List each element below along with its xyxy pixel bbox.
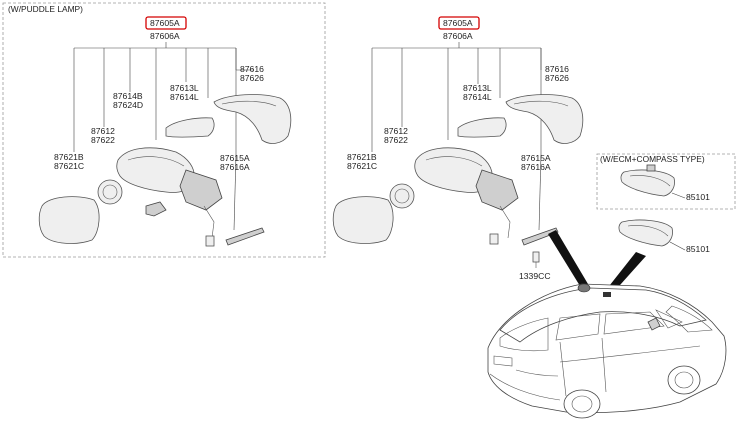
left-assembly-label-1: 87605A bbox=[150, 18, 180, 28]
ecm-inside-mirror-part bbox=[620, 164, 675, 197]
label-87614l: 87614L bbox=[170, 92, 199, 102]
label-87621b: 87621B bbox=[54, 152, 84, 162]
std-part-number: 85101 bbox=[686, 244, 710, 254]
label-87614b: 87614B bbox=[113, 91, 143, 101]
r-mirror-cover-part bbox=[505, 94, 584, 144]
label-87622: 87622 bbox=[91, 135, 115, 145]
ecm-part-number: 85101 bbox=[686, 192, 710, 202]
pointer-to-side-mirror bbox=[548, 230, 588, 286]
puddle-lamp-group-frame bbox=[2, 2, 326, 258]
mirror-glass-part bbox=[38, 196, 100, 244]
label-87621c: 87621C bbox=[54, 161, 84, 171]
r-actuator-part bbox=[389, 183, 415, 209]
pointer-to-inside-mirror bbox=[606, 252, 646, 294]
lamp-strip-part bbox=[225, 227, 265, 246]
side-repeater-part bbox=[165, 117, 215, 138]
right-assembly-label-1: 87605A bbox=[443, 18, 473, 28]
label-r-87622: 87622 bbox=[384, 135, 408, 145]
r-side-repeater-part bbox=[457, 117, 507, 138]
label-r-87626: 87626 bbox=[545, 73, 569, 83]
right-assembly-label-2: 87606A bbox=[443, 31, 473, 41]
label-1339cc: 1339CC bbox=[519, 271, 551, 281]
label-r-87616a: 87616A bbox=[521, 162, 551, 172]
left-part-labels: 87616 87626 87613L 87614L 87614B 87624D … bbox=[54, 64, 264, 172]
ecm-leader-line bbox=[671, 192, 686, 199]
right-part-labels: 87616 87626 87613L 87614L 87612 87622 87… bbox=[347, 64, 569, 281]
label-r-87612: 87612 bbox=[384, 126, 408, 136]
label-r-87615a: 87615A bbox=[521, 153, 551, 163]
r-connector-part bbox=[489, 233, 499, 245]
connector-part bbox=[205, 235, 215, 247]
label-87616a: 87616A bbox=[220, 162, 250, 172]
label-r-87616: 87616 bbox=[545, 64, 569, 74]
actuator-part bbox=[97, 179, 123, 205]
car-inside-mirror-spot bbox=[603, 292, 611, 297]
label-87613l: 87613L bbox=[170, 83, 199, 93]
label-87626: 87626 bbox=[240, 73, 264, 83]
puddle-lamp-group-title: (W/PUDDLE LAMP) bbox=[8, 4, 83, 14]
mirror-cover-part bbox=[213, 94, 292, 144]
ecm-compass-title: (W/ECM+COMPASS TYPE) bbox=[600, 154, 705, 164]
label-87612: 87612 bbox=[91, 126, 115, 136]
ecm-compass-group-frame bbox=[596, 153, 736, 210]
label-r-87621c: 87621C bbox=[347, 161, 377, 171]
r-mirror-base-part bbox=[475, 169, 519, 211]
standard-inside-mirror-part bbox=[618, 219, 673, 247]
bolt-part bbox=[532, 251, 540, 268]
label-r-87614l: 87614L bbox=[463, 92, 492, 102]
label-r-87613l: 87613L bbox=[463, 83, 492, 93]
r-mirror-glass-part bbox=[332, 196, 394, 244]
puddle-lamp-part bbox=[145, 201, 167, 217]
label-87615a: 87615A bbox=[220, 153, 250, 163]
left-assembly-label-2: 87606A bbox=[150, 31, 180, 41]
car-side-mirror-spot bbox=[577, 283, 591, 293]
r-lamp-strip-part bbox=[521, 227, 559, 246]
label-r-87621b: 87621B bbox=[347, 152, 377, 162]
right-mirror-parts bbox=[332, 94, 584, 268]
left-mirror-parts bbox=[38, 94, 292, 247]
vehicle-illustration bbox=[487, 283, 727, 419]
std-leader-line bbox=[669, 241, 686, 251]
right-leader-lines bbox=[371, 42, 542, 231]
left-highlight-box bbox=[145, 16, 187, 30]
label-87624d: 87624D bbox=[113, 100, 143, 110]
mirror-base-part bbox=[179, 169, 223, 211]
right-highlight-box bbox=[438, 16, 480, 30]
label-87616: 87616 bbox=[240, 64, 264, 74]
